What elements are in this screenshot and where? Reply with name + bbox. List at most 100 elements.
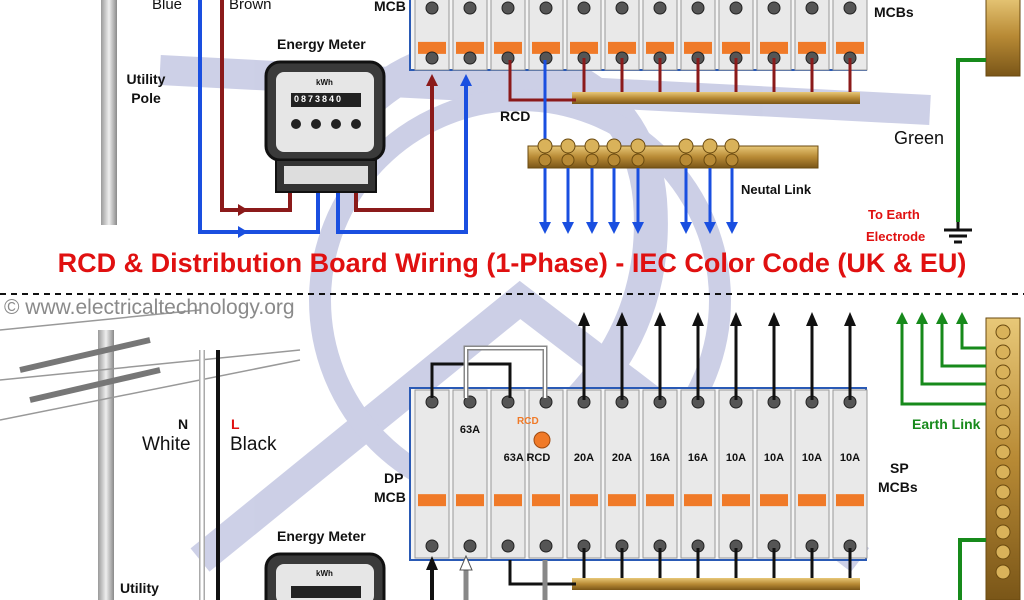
breaker-rating-label: 10A bbox=[763, 452, 785, 464]
earth-link-screw bbox=[995, 444, 1011, 460]
bottom-breaker bbox=[794, 389, 830, 559]
label-white: White bbox=[142, 434, 191, 455]
neutral-link-screw bbox=[630, 138, 646, 154]
neutral-link-terminal bbox=[631, 153, 645, 167]
earth-link-screw bbox=[995, 344, 1011, 360]
bottom-breaker bbox=[832, 389, 868, 559]
label-kwh-bottom: kWh bbox=[316, 569, 333, 578]
outgoing-circuit-arrow bbox=[806, 312, 818, 326]
bottom-breaker bbox=[452, 389, 488, 559]
label-utility-bottom: Utility bbox=[120, 580, 159, 596]
top-breaker bbox=[490, 0, 526, 71]
neutral-link-terminal bbox=[607, 153, 621, 167]
outgoing-circuit-arrow bbox=[730, 312, 742, 326]
top-breaker bbox=[452, 0, 488, 71]
breaker-rating-label: 16A bbox=[649, 452, 671, 464]
label-black: Black bbox=[230, 434, 277, 455]
top-breaker bbox=[718, 0, 754, 71]
label-sp: SP bbox=[890, 460, 909, 476]
label-kwh-top: kWh bbox=[316, 78, 333, 87]
earth-symbol bbox=[944, 222, 972, 244]
neutral-link-screw bbox=[560, 138, 576, 154]
neutral-link-screw bbox=[584, 138, 600, 154]
neutral-link-screw bbox=[678, 138, 694, 154]
bottom-breaker bbox=[566, 389, 602, 559]
bottom-breaker bbox=[414, 389, 450, 559]
live-wire-brown bbox=[220, 0, 245, 212]
neutral-link-screw bbox=[724, 138, 740, 154]
breaker-rating-label: 10A bbox=[725, 452, 747, 464]
bottom-breaker bbox=[490, 389, 526, 559]
neutral-arrow bbox=[608, 222, 620, 234]
label-earth-link: Earth Link bbox=[912, 416, 981, 432]
neutral-link-terminal bbox=[538, 153, 552, 167]
diagram-title: RCD & Distribution Board Wiring (1-Phase… bbox=[57, 248, 967, 278]
breaker-rating-label: 20A bbox=[611, 452, 633, 464]
earth-bar-top bbox=[985, 0, 1021, 77]
label-utility-pole: Utility Pole bbox=[126, 71, 166, 106]
breaker-rating-label: 63A bbox=[459, 424, 481, 436]
label-n: N bbox=[178, 416, 189, 432]
earth-link-screw bbox=[995, 524, 1011, 540]
breakers-bottom bbox=[414, 389, 868, 559]
neutral-arrow bbox=[704, 222, 716, 234]
earth-link-screw bbox=[995, 404, 1011, 420]
label-blue: Blue bbox=[152, 0, 183, 13]
neutral-arrow bbox=[726, 222, 738, 234]
earth-link-screw bbox=[995, 504, 1011, 520]
outgoing-circuit-arrow bbox=[578, 312, 590, 326]
breakers-top bbox=[414, 0, 868, 92]
earth-link-screw bbox=[995, 464, 1011, 480]
breaker-rating-label: 63A RCD bbox=[503, 452, 551, 464]
top-breaker bbox=[414, 0, 450, 71]
label-rcd-top: RCD bbox=[500, 108, 531, 124]
outgoing-circuit-arrow bbox=[654, 312, 666, 326]
energy-meter-bottom bbox=[264, 552, 386, 600]
neutral-link-terminal bbox=[585, 153, 599, 167]
neutral-arrow bbox=[632, 222, 644, 234]
label-mcb-top: MCB bbox=[374, 0, 406, 14]
label-neutral-link: Neutal Link bbox=[741, 182, 812, 197]
earth-wire-green-top bbox=[956, 58, 986, 222]
label-l: L bbox=[231, 416, 240, 432]
label-mcbs-top: MCBs bbox=[874, 4, 914, 20]
meter-reading: 0873840 bbox=[294, 94, 344, 104]
neutral-link-bar bbox=[527, 145, 819, 169]
energy-meter-top bbox=[264, 60, 386, 193]
label-dp: DP bbox=[384, 470, 404, 486]
neutral-link-screw bbox=[606, 138, 622, 154]
outgoing-circuit-arrow bbox=[692, 312, 704, 326]
label-mcb-bottom: MCB bbox=[374, 489, 406, 505]
outgoing-circuit-arrow bbox=[768, 312, 780, 326]
breaker-rating-label: 10A bbox=[839, 452, 861, 464]
neutral-arrow bbox=[586, 222, 598, 234]
neutral-arrow bbox=[562, 222, 574, 234]
neutral-link-terminal bbox=[703, 153, 717, 167]
outgoing-circuit-arrow bbox=[844, 312, 856, 326]
earth-wires-green bbox=[896, 312, 986, 600]
neutral-wire-blue bbox=[198, 0, 245, 234]
utility-pole-bottom bbox=[0, 309, 301, 600]
bottom-breaker bbox=[642, 389, 678, 559]
label-energy-meter-top: Energy Meter bbox=[277, 36, 366, 52]
breaker-rating-label: 20A bbox=[573, 452, 595, 464]
neutral-arrow bbox=[680, 222, 692, 234]
bottom-breaker bbox=[604, 389, 640, 559]
earth-link-screw bbox=[995, 564, 1011, 580]
earth-link-screw bbox=[995, 544, 1011, 560]
neutral-link-terminal bbox=[725, 153, 739, 167]
label-green: Green bbox=[894, 128, 945, 148]
breaker-rating-label: 10A bbox=[801, 452, 823, 464]
top-breaker bbox=[528, 0, 564, 71]
utility-pole-top bbox=[101, 0, 117, 225]
label-brown: Brown bbox=[229, 0, 272, 13]
earth-link-screw bbox=[995, 364, 1011, 380]
bottom-breaker bbox=[718, 389, 754, 559]
neutral-arrow bbox=[539, 222, 551, 234]
label-electrode: Electrode bbox=[866, 229, 926, 244]
rcd-test-button bbox=[533, 431, 551, 449]
label-energy-meter-bottom: Energy Meter bbox=[277, 528, 366, 544]
label-mcbs-bottom: MCBs bbox=[878, 479, 918, 495]
neutral-link-screw bbox=[702, 138, 718, 154]
